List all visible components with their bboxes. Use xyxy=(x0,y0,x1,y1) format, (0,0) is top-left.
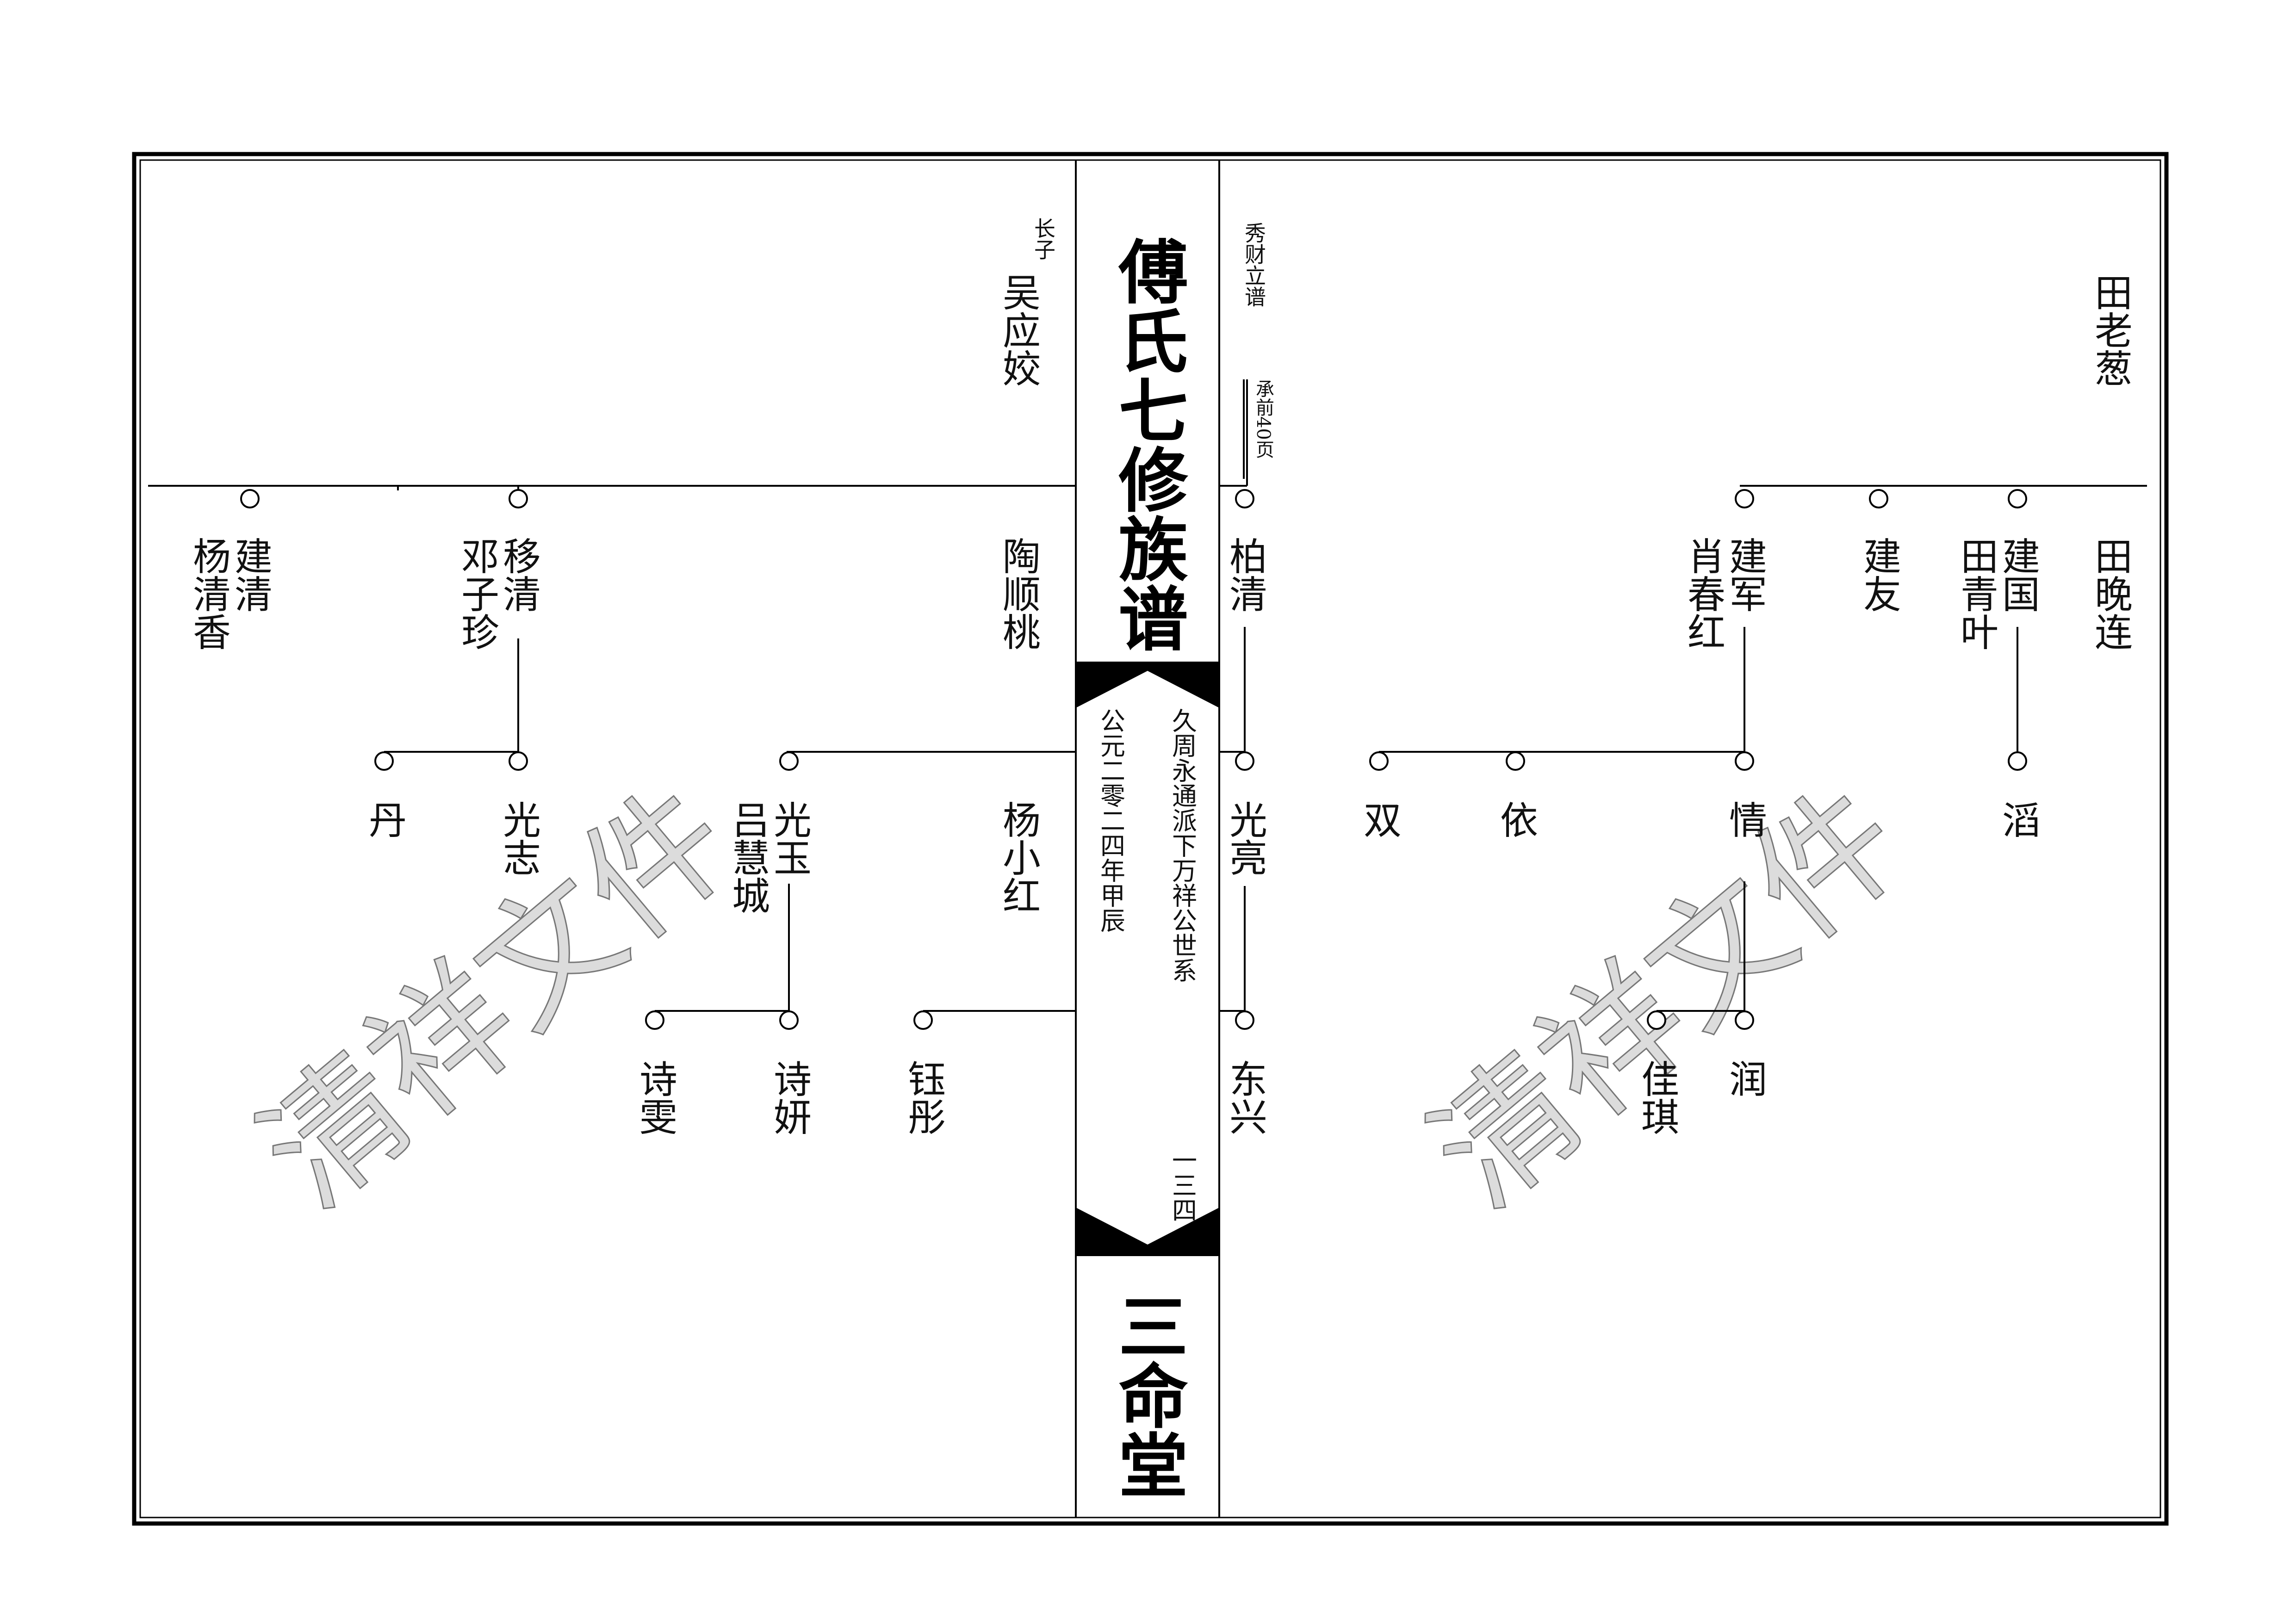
person-shuang: 双 xyxy=(1357,800,1401,838)
hall-name: 三命堂 xyxy=(1107,1291,1188,1499)
book-title: 傅氏七修族谱 xyxy=(1107,236,1188,652)
person-run: 润 xyxy=(1723,1059,1767,1097)
creator-note: 秀财立谱 xyxy=(1241,222,1266,307)
label-eldest-son: 长子 xyxy=(1031,217,1056,260)
person-tao: 滔 xyxy=(1996,800,2040,838)
spine-fishtail-top xyxy=(1076,662,1219,708)
person-jianguo: 建国 xyxy=(1996,537,2040,613)
person-boqing: 柏清 xyxy=(1223,537,1267,613)
outer-border xyxy=(132,152,2169,1526)
person-deng-zizhen: 邓子珍 xyxy=(455,537,499,650)
person-yang-qingxiang: 杨清香 xyxy=(186,537,230,650)
person-guangyu: 光玉 xyxy=(767,800,811,876)
person-qing: 情 xyxy=(1723,800,1767,838)
person-yi: 依 xyxy=(1494,800,1538,838)
person-yiqing: 移清 xyxy=(496,537,540,613)
person-yutong: 钰彤 xyxy=(901,1059,945,1135)
person-wu-yingjiao: 吴应姣 xyxy=(996,273,1040,387)
person-tao-shuntao: 陶顺桃 xyxy=(996,537,1040,650)
person-guangliang: 光亮 xyxy=(1223,800,1267,876)
person-jianjun: 建军 xyxy=(1723,537,1767,613)
compile-date: 公元二零二四年甲辰 xyxy=(1096,708,1125,933)
person-tian-qingye: 田青叶 xyxy=(1954,537,1998,650)
person-jianyou: 建友 xyxy=(1857,537,1901,613)
watermark-right: 清祥文件 xyxy=(1402,757,1932,1238)
person-jianqing: 建清 xyxy=(228,537,272,613)
person-shiwen: 诗雯 xyxy=(633,1059,677,1135)
person-jiaqi: 佳琪 xyxy=(1635,1059,1679,1135)
person-guangzhi: 光志 xyxy=(496,800,540,876)
continued-note: 承前40页 xyxy=(1253,379,1274,458)
lineage-branch: 久周永通派下万祥公世系 xyxy=(1168,708,1197,983)
person-tian-wanlian: 田晚连 xyxy=(2088,537,2132,650)
person-yang-xiaohong: 杨小红 xyxy=(996,800,1040,914)
person-xiao-chunhong: 肖春红 xyxy=(1681,537,1725,650)
person-dan: 丹 xyxy=(362,800,406,838)
person-lv-huicheng: 吕慧城 xyxy=(726,800,769,914)
person-dongxing: 东兴 xyxy=(1223,1059,1267,1135)
person-tian-laocong: 田老葱 xyxy=(2088,273,2132,387)
inner-border xyxy=(139,159,2161,1518)
person-shiyan: 诗妍 xyxy=(767,1059,811,1135)
spine-fishtail-bottom xyxy=(1076,1208,1219,1256)
page-number: 一三四 xyxy=(1168,1147,1197,1222)
